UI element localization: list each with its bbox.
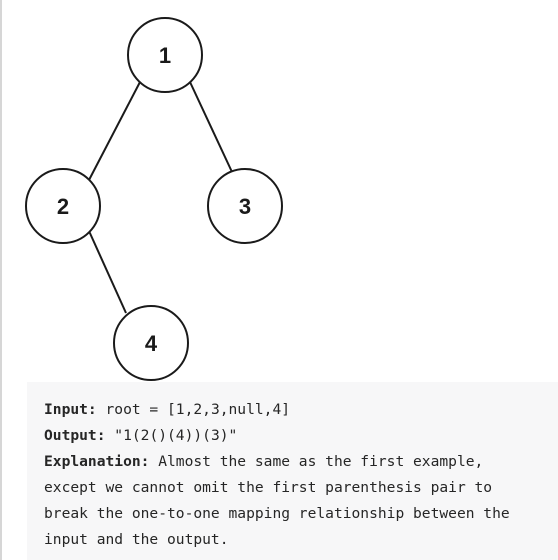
left-border [0,0,2,560]
edge-1-2 [88,81,141,181]
input-line: Input: root = [1,2,3,null,4] [44,397,558,423]
tree-node-4-label: 4 [145,331,158,356]
explanation-line-4: input and the output. [44,531,229,548]
output-line: Output: "1(2()(4))(3)" [44,423,558,449]
explanation-line-3: break the one-to-one mapping relationshi… [44,505,510,522]
input-label: Input: [44,401,97,418]
tree-node-1-label: 1 [159,43,171,68]
tree-node-2-label: 2 [57,194,69,219]
edge-1-3 [189,81,233,173]
input-value: root = [1,2,3,null,4] [96,401,291,418]
output-label: Output: [44,427,106,444]
binary-tree-diagram: 1 2 3 4 [25,17,283,381]
tree-node-3 [207,168,283,244]
tree-node-1 [127,17,203,93]
edge-2-4 [88,230,127,314]
explanation-line-1: Explanation: Almost the same as the firs… [44,449,558,475]
explanation-line-2: except we cannot omit the first parenthe… [44,479,493,496]
tree-node-2 [25,168,101,244]
example-block: Input: root = [1,2,3,null,4] Output: "1(… [27,382,558,560]
tree-node-4 [113,305,189,381]
explanation-label: Explanation: [44,453,150,470]
explanation-text-1: Almost the same as the first example, [149,453,484,470]
output-value: "1(2()(4))(3)" [105,427,238,444]
tree-node-3-label: 3 [239,194,251,219]
